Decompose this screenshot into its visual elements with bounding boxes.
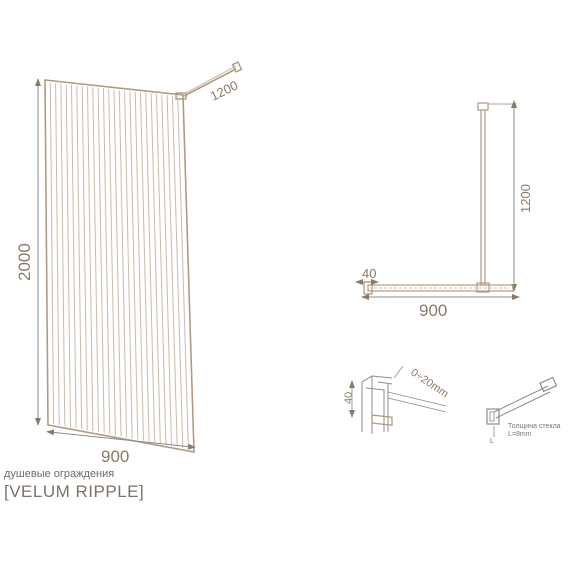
brace-rod-inner	[185, 65, 237, 94]
glass-rib	[113, 89, 122, 437]
glass-rib	[92, 87, 99, 433]
top-offset-label: 40	[362, 266, 376, 281]
width-label: 900	[101, 447, 129, 466]
glass-rib	[65, 84, 71, 428]
gap-leader	[393, 365, 404, 379]
caption-title: [VELUM RIPPLE]	[4, 482, 145, 501]
glass-rib	[108, 88, 116, 436]
height-dimension: 2000	[15, 78, 41, 426]
top-width-label: 900	[419, 301, 447, 320]
width-dimension: 900	[46, 429, 196, 466]
glass-panel	[44, 79, 195, 453]
bracket-detail: L Толщина стекла L=8mm	[486, 376, 561, 445]
glass-rib	[76, 85, 83, 430]
brace-rod	[183, 68, 237, 97]
top-glass	[367, 284, 514, 292]
wall-brace: 1200	[175, 61, 243, 104]
glass-thickness-note-1: Толщина стекла	[508, 423, 561, 430]
glass-thickness-note-2: L=8mm	[508, 431, 532, 438]
glass-rib	[134, 91, 144, 441]
glass-rib	[150, 93, 161, 444]
profile-gap-label: 0÷20mm	[408, 367, 450, 401]
glass-rib	[118, 90, 128, 438]
glass-ribs	[49, 82, 189, 450]
glass-rib	[140, 92, 150, 442]
glass-rib	[102, 88, 111, 435]
profile-detail: 40 0÷20mm	[343, 365, 450, 434]
bracket-arm	[493, 385, 551, 419]
glass-rib	[97, 87, 105, 434]
bracket-marker: L	[490, 438, 494, 445]
glass-rib	[124, 90, 133, 439]
caption-subtitle: душевые ограждения	[4, 468, 115, 480]
bracket-glass-clamp	[486, 408, 500, 425]
profile-cap	[371, 414, 393, 426]
glass-rib	[171, 95, 184, 448]
glass-rib	[161, 94, 172, 446]
glass-rib	[129, 91, 139, 440]
top-brace-label: 1200	[518, 184, 533, 213]
height-label: 2000	[15, 243, 34, 281]
glass-rib	[55, 83, 60, 426]
brace-wall-mount	[231, 61, 243, 73]
bracket-wall-plate	[539, 376, 558, 393]
profile-depth-label: 40	[343, 392, 355, 404]
top-brace-rod	[480, 109, 486, 286]
brace-clamp	[175, 92, 187, 100]
profile-glass	[387, 391, 447, 413]
glass-rib	[166, 95, 178, 447]
glass-rib	[81, 85, 88, 431]
glass-rib	[156, 94, 167, 445]
glass-rib	[87, 86, 94, 432]
glass-rib	[71, 84, 77, 429]
top-view: 1200 40 900	[355, 100, 533, 320]
glass-rib	[49, 82, 55, 425]
front-view: 1200 2000 900	[15, 61, 243, 466]
glass-rib	[145, 92, 156, 443]
bracket-glass-slot	[489, 411, 495, 422]
width-dim-line	[46, 429, 196, 450]
profile-wall-channel	[361, 375, 393, 434]
glass-rib	[177, 96, 189, 450]
glass-rib	[60, 83, 66, 427]
top-brace-cap	[477, 102, 489, 111]
